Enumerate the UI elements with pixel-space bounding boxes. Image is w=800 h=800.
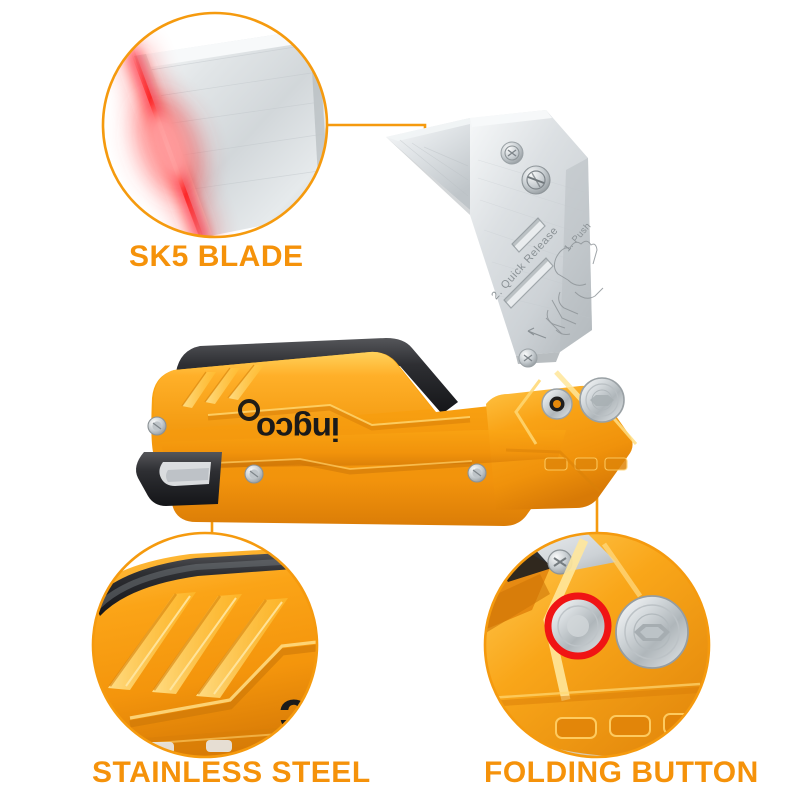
callout-circle-folding-button — [483, 531, 711, 759]
steel-liner — [93, 550, 317, 616]
handle-ribs — [181, 364, 264, 408]
handle-bottom-notches — [544, 457, 628, 471]
ingco-logo-text: ingco — [257, 411, 340, 448]
ingco-logo: ingco — [257, 411, 340, 448]
red-highlight-ring — [544, 592, 612, 660]
callout-circle-sk5-blade — [101, 11, 329, 239]
blade-tip — [386, 118, 470, 215]
handle-chevron-groove — [207, 403, 471, 431]
blade-slot-2 — [503, 257, 554, 309]
carrier-screw-bottom — [518, 348, 538, 368]
carrier-screw-pivot — [521, 165, 551, 195]
lock-button-small — [541, 388, 573, 420]
callout-folding-button — [483, 531, 711, 759]
zoom-handle-ribs — [108, 592, 288, 698]
callout-label-sk5-blade: SK5 BLADE — [129, 240, 304, 273]
callout-label-stainless-steel: STAINLESS STEEL — [92, 756, 371, 789]
callout-sk5-blade — [101, 11, 329, 239]
utility-knife: 2. Quick Release 1. Push — [136, 110, 638, 526]
zoom-lock-button — [544, 592, 612, 660]
handle-body: ingco — [147, 351, 638, 526]
handle-screw-left — [147, 416, 167, 436]
pivot-buttons — [541, 377, 625, 423]
callout-circle-stainless-steel — [91, 531, 319, 759]
blade-edge-red-glow — [119, 42, 217, 237]
folding-button — [579, 377, 625, 423]
blade-engraving-pictogram — [545, 240, 604, 335]
zoom-folding-button — [615, 595, 689, 669]
handle-screw-right — [467, 463, 487, 483]
handle-hole-mark — [238, 399, 260, 421]
handle-front-bumper — [136, 452, 222, 506]
carrier-screw-top — [500, 141, 524, 165]
callout-label-folding-button: FOLDING BUTTON — [484, 756, 759, 789]
blade-slot — [511, 217, 546, 253]
handle-screw-mid — [244, 464, 264, 484]
blade-carrier-stainless: 2. Quick Release 1. Push — [470, 110, 604, 368]
handle-lower-groove — [213, 458, 473, 475]
